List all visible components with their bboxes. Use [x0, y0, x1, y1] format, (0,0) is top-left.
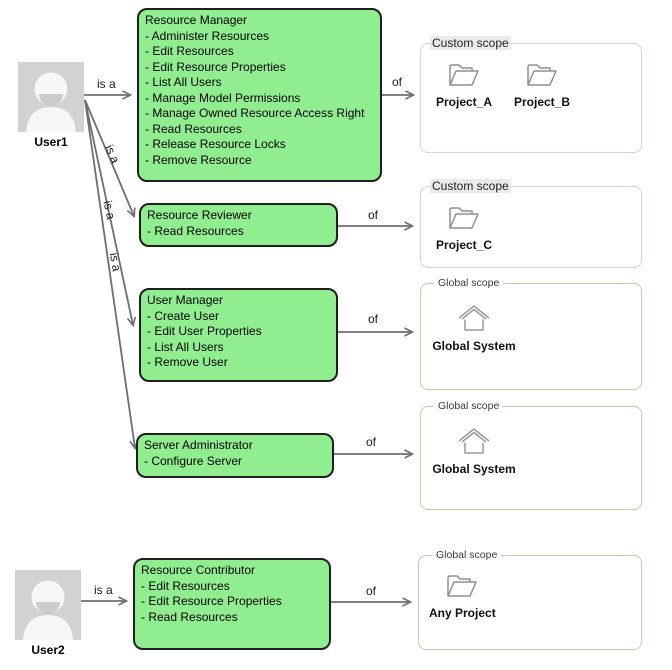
role-title: Server Administrator — [144, 438, 253, 452]
role-permission: - Manage Model Permissions — [145, 90, 301, 105]
of-label: of — [368, 208, 379, 222]
folder-icon — [447, 575, 478, 597]
role-permission: - Edit Resources — [145, 44, 234, 58]
role-box-user-manager: User Manager - Create User - Edit User P… — [139, 288, 338, 382]
scope-box-global-3: Global scope Any Project — [418, 549, 642, 650]
folder-icon — [449, 64, 479, 86]
role-permission: - Administer Resources — [145, 28, 270, 43]
role-permission: - Edit Resource Properties — [145, 59, 286, 74]
isa-label: is a — [97, 77, 116, 91]
folder-icon — [449, 207, 479, 229]
home-icon — [458, 305, 490, 331]
user-node-user1: User1 — [18, 62, 84, 149]
role-permission: - Read Resources — [145, 121, 242, 136]
user-avatar-icon — [18, 62, 84, 132]
of-label: of — [392, 75, 403, 89]
scope-item: Project_C — [431, 203, 497, 252]
home-icon — [458, 428, 490, 454]
scope-item: Any Project — [429, 571, 496, 620]
role-permission: - Manage Owned Resource Access Right — [145, 106, 365, 120]
role-title: User Manager — [147, 293, 224, 307]
scope-box-global-2: Global scope Global System — [420, 400, 642, 510]
role-box-resource-manager: Resource Manager - Administer Resources … — [137, 8, 382, 182]
scope-item: Project_B — [509, 60, 575, 109]
role-title: Resource Reviewer — [147, 208, 252, 222]
role-title: Resource Contributor — [141, 563, 256, 577]
role-permission: - List All Users — [145, 75, 222, 89]
scope-item: Project_A — [431, 60, 497, 109]
role-box-resource-contributor: Resource Contributor - Edit Resources - … — [133, 558, 331, 650]
role-permission: - Release Resource Locks — [145, 137, 286, 151]
scope-legend: Global scope — [438, 277, 500, 289]
role-box-resource-reviewer: Resource Reviewer - Read Resources — [139, 203, 338, 247]
role-permission: - Edit Resource Properties — [141, 594, 282, 608]
scope-item-label: Project_C — [435, 238, 493, 252]
role-permission: - Remove Resource — [145, 152, 252, 167]
role-permission: - List All Users — [147, 339, 224, 354]
scope-item-label: Project_A — [435, 95, 493, 109]
user-avatar-icon — [15, 570, 81, 640]
user-name: User1 — [34, 135, 68, 149]
of-label: of — [368, 312, 379, 326]
isa-label: is a — [106, 251, 124, 273]
scope-item-label: Any Project — [429, 606, 496, 620]
user-node-user2: User2 — [15, 570, 81, 657]
scope-legend: Custom scope — [430, 179, 511, 193]
isa-label: is a — [100, 199, 119, 221]
folder-icon — [527, 64, 557, 86]
scope-box-global-1: Global scope Global System — [420, 277, 642, 390]
role-permission: - Read Resources — [141, 609, 238, 624]
role-permission: - Remove User — [147, 355, 228, 369]
scope-box-custom-1: Custom scope Project_A Project_B — [420, 36, 642, 153]
role-permission: - Read Resources — [147, 223, 244, 238]
role-title: Resource Manager — [145, 13, 248, 27]
role-permission: - Create User — [147, 308, 220, 323]
scope-item: Global System — [431, 302, 517, 353]
scope-legend: Global scope — [438, 400, 500, 412]
of-label: of — [366, 584, 377, 598]
scope-legend: Custom scope — [430, 36, 511, 50]
isa-label: is a — [102, 142, 123, 166]
role-permission: - Configure Server — [144, 453, 243, 468]
scope-item: Global System — [431, 425, 517, 476]
isa-label: is a — [94, 583, 113, 597]
of-label: of — [366, 435, 377, 449]
scope-item-label: Project_B — [513, 95, 571, 109]
scope-box-custom-2: Custom scope Project_C — [420, 179, 642, 268]
scope-item-label: Global System — [432, 339, 516, 353]
role-permission: - Edit Resources — [141, 578, 230, 593]
user-name: User2 — [31, 643, 65, 657]
scope-item-label: Global System — [432, 462, 516, 476]
scope-legend: Global scope — [436, 549, 498, 561]
role-box-server-administrator: Server Administrator - Configure Server — [136, 433, 334, 478]
role-permission: - Edit User Properties — [147, 324, 262, 338]
